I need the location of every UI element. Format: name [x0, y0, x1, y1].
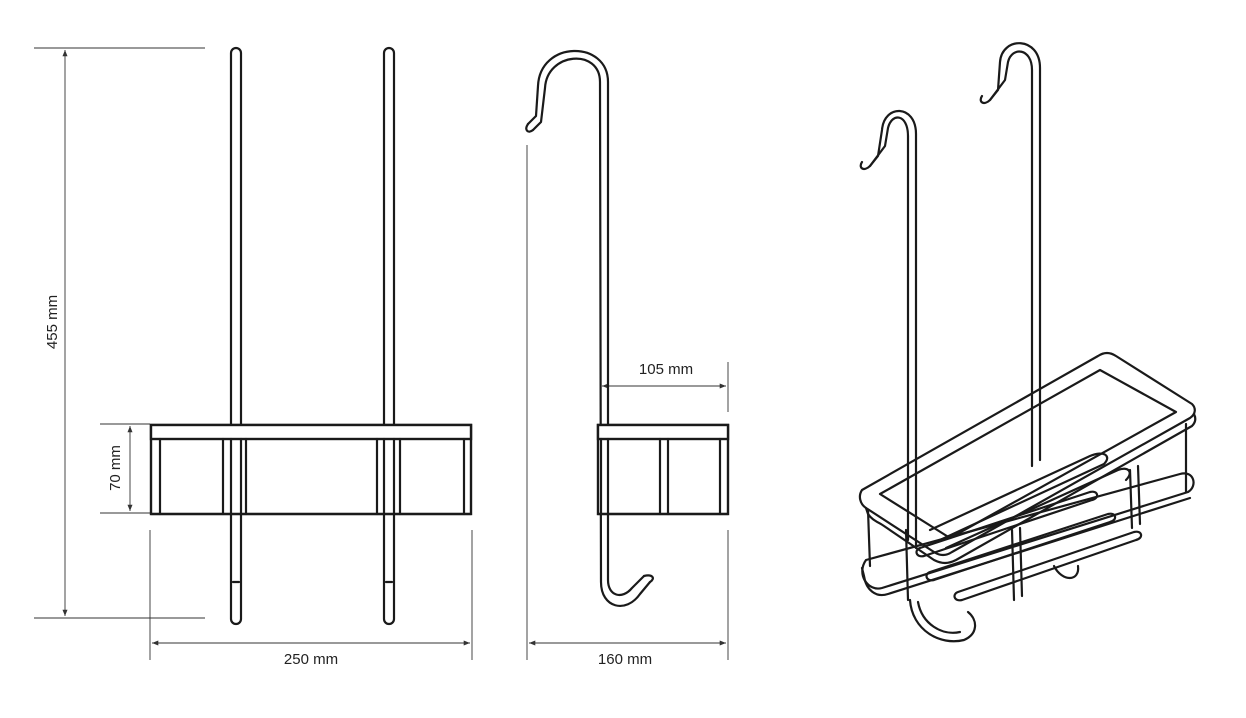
right-rod: [382, 46, 396, 626]
iso-left-rod-outer: [859, 109, 918, 550]
label-height-total: 455 mm: [44, 295, 61, 349]
iso-post: [1128, 468, 1134, 530]
iso-inner-rail: [944, 467, 1131, 550]
side-hook-top-tip: [525, 122, 535, 133]
iso-base-tray-edge: [860, 496, 1192, 597]
side-basket-rim: [596, 423, 730, 441]
iso-base-tray-top: [861, 472, 1195, 590]
iso-bottom-hook: [908, 598, 977, 643]
iso-tray-slot: [925, 512, 1117, 582]
iso-post: [1010, 528, 1016, 602]
isometric-view: [858, 42, 1197, 643]
iso-tray-slot: [953, 530, 1143, 602]
iso-tray-slot: [915, 490, 1099, 558]
iso-right-rod-outer: [979, 42, 1042, 462]
label-depth: 160 mm: [598, 651, 652, 668]
iso-rim-inner: [878, 368, 1178, 540]
side-hook-outer: [531, 57, 652, 607]
iso-inner-rail: [928, 452, 1109, 542]
iso-bottom-hook-right: [1052, 564, 1080, 580]
iso-rim-outer: [858, 351, 1196, 557]
side-hook-bottom-tip: [642, 574, 654, 584]
iso-bottom-hook-inner: [916, 600, 962, 634]
iso-right-rod-inner: [988, 50, 1034, 468]
label-width: 250 mm: [284, 651, 338, 668]
iso-left-rod-inner: [868, 116, 910, 542]
front-view: 455 mm 70 mm 250 mm: [34, 46, 473, 668]
front-basket-rim: [149, 423, 473, 441]
label-basket-depth: 105 mm: [639, 361, 693, 378]
side-view: 160 mm 105 mm: [525, 49, 730, 668]
iso-post: [1018, 526, 1024, 598]
side-hook-inner: [526, 49, 646, 597]
iso-post: [1136, 464, 1142, 526]
label-height-basket: 70 mm: [107, 445, 124, 491]
left-rod: [229, 46, 243, 626]
iso-rim-edge: [864, 412, 1197, 565]
iso-post: [866, 508, 872, 568]
